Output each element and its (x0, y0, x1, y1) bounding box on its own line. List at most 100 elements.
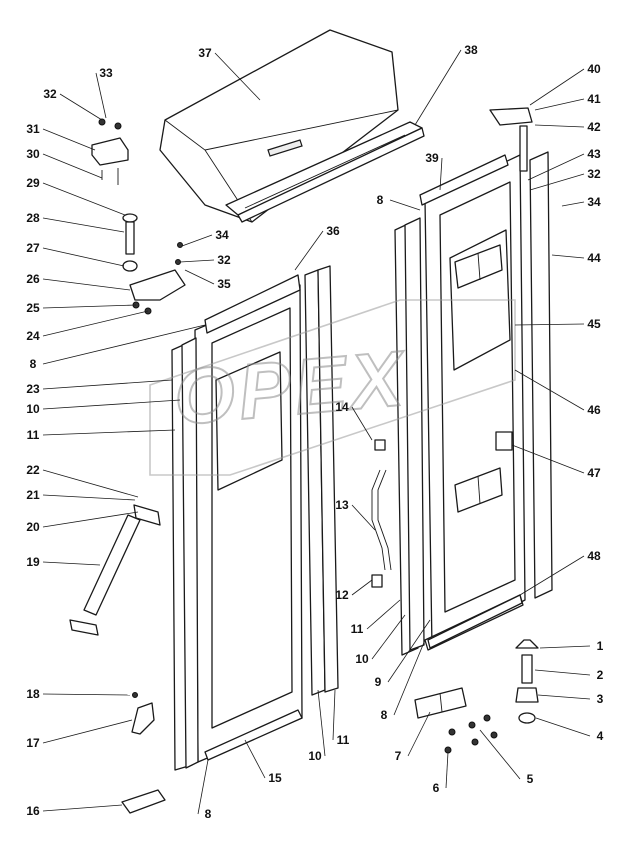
leader-line (95, 72, 107, 119)
callout-21: 21 (26, 488, 40, 502)
screw-set (444, 714, 498, 754)
callout-8: 8 (381, 708, 388, 722)
callout-12: 12 (335, 588, 349, 602)
leader-line (42, 469, 139, 498)
callout-45: 45 (587, 317, 601, 331)
callout-31: 31 (26, 122, 40, 136)
leader-line (511, 444, 585, 474)
leader-line (42, 719, 133, 744)
callout-6: 6 (433, 781, 440, 795)
callout-16: 16 (26, 804, 40, 818)
leader-line (439, 157, 443, 191)
leader-line (42, 804, 123, 812)
leader-line (351, 406, 373, 441)
leader-line (184, 269, 215, 285)
callout-4: 4 (597, 729, 604, 743)
bottom-right-rail (427, 594, 523, 649)
leader-line (529, 68, 585, 106)
leader-line (42, 182, 126, 216)
callout-10: 10 (308, 749, 322, 763)
leader-line (42, 278, 131, 291)
callout-18: 18 (26, 687, 40, 701)
callout-47: 47 (587, 466, 601, 480)
callout-17: 17 (26, 736, 40, 750)
callout-30: 30 (26, 147, 40, 161)
leader-line (371, 614, 406, 660)
callout-42: 42 (587, 120, 601, 134)
callout-23: 23 (26, 382, 40, 396)
leader-line (366, 599, 401, 630)
leader-line (42, 429, 176, 436)
callout-26: 26 (26, 272, 40, 286)
handle-part (371, 439, 392, 588)
lower-bracket-part (131, 692, 155, 735)
leader-line (561, 201, 585, 207)
center-seal-strip (304, 265, 339, 696)
leader-line (551, 254, 585, 259)
leader-line (539, 645, 591, 649)
leader-line (387, 619, 431, 683)
callout-44: 44 (587, 251, 601, 265)
leader-line (351, 504, 376, 531)
leader-line (407, 711, 431, 757)
leader-line (197, 759, 209, 815)
callout-34: 34 (587, 195, 601, 209)
leader-line (537, 694, 591, 700)
callout-15: 15 (268, 771, 282, 785)
callout-9: 9 (375, 675, 382, 689)
callout-13: 13 (335, 498, 349, 512)
leader-line (42, 304, 137, 309)
leader-line (42, 399, 181, 410)
callout-5: 5 (527, 772, 534, 786)
leader-line (514, 369, 585, 411)
leader-line (317, 689, 326, 757)
callout-10: 10 (355, 652, 369, 666)
leader-line (351, 579, 373, 596)
leader-line (535, 717, 591, 737)
leader-line (414, 49, 462, 126)
callout-11: 11 (351, 622, 364, 636)
leader-line (42, 153, 103, 179)
leader-line (42, 693, 131, 696)
callout-22: 22 (26, 463, 40, 477)
leader-line (514, 323, 585, 326)
leader-line (332, 689, 336, 741)
leader-line (42, 494, 136, 501)
watermark-text: OPEX (170, 334, 410, 442)
callout-37: 37 (198, 46, 212, 60)
leader-line (42, 247, 125, 267)
leader-line (389, 199, 421, 211)
support-arm-part (69, 504, 161, 636)
callout-36: 36 (326, 224, 340, 238)
leader-line (181, 234, 213, 247)
callout-29: 29 (26, 176, 40, 190)
leader-line (42, 310, 149, 337)
callout-14: 14 (335, 400, 349, 414)
ball-stud-assembly (515, 639, 539, 724)
upper-hinge (454, 244, 503, 289)
leader-line (519, 555, 585, 596)
callout-32: 32 (43, 87, 57, 101)
callout-32: 32 (587, 167, 601, 181)
leader-line (527, 153, 585, 181)
leader-line (42, 324, 206, 365)
leader-line (42, 217, 125, 233)
callout-8: 8 (377, 193, 384, 207)
leader-line (534, 669, 591, 676)
callout-38: 38 (464, 43, 478, 57)
callout-35: 35 (217, 277, 231, 291)
bottom-rail-part (204, 709, 303, 761)
leader-line (179, 259, 215, 263)
callout-7: 7 (395, 749, 402, 763)
callout-1: 1 (597, 639, 604, 653)
leader-line (42, 128, 96, 151)
left-hinge-assembly (91, 118, 186, 315)
callout-34: 34 (215, 228, 229, 242)
callout-43: 43 (587, 147, 601, 161)
leader-line (244, 739, 266, 779)
leader-lines (42, 49, 591, 815)
leader-line (294, 230, 324, 271)
leader-line (479, 729, 521, 780)
roof-cover-part (159, 29, 399, 223)
